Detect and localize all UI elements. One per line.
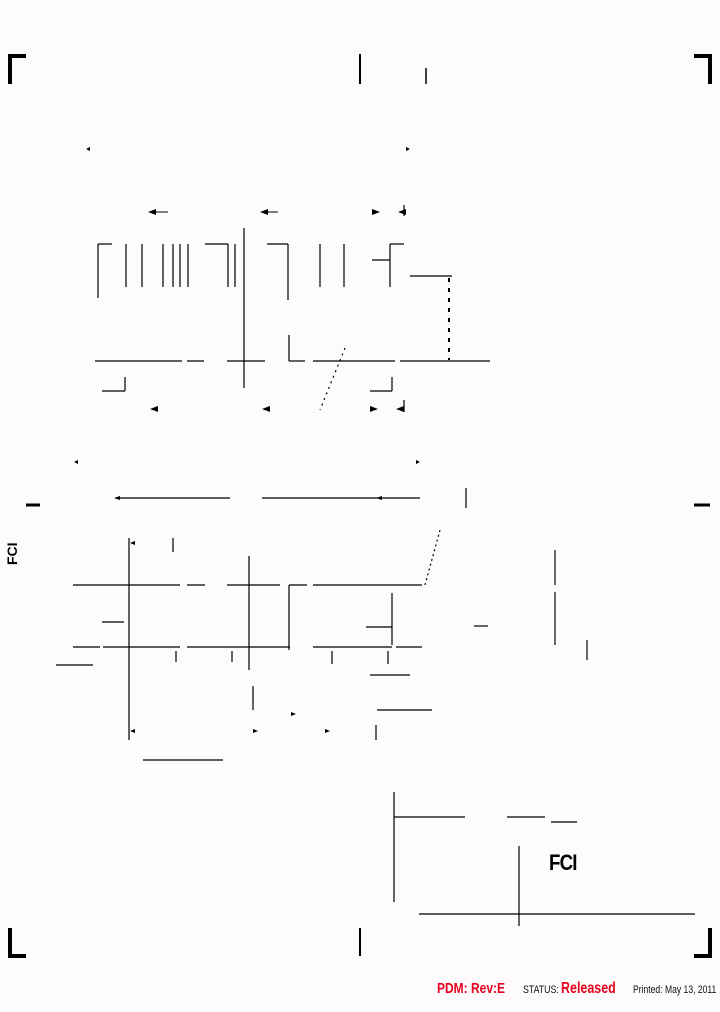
fci-logo-title-block: FCI [549, 850, 577, 875]
status-footer: PDM: Rev:E STATUS: Released Printed: May… [437, 980, 720, 1004]
corner-mark-tr [694, 54, 712, 84]
corner-mark-tl [8, 54, 26, 84]
pdm-revision: PDM: Rev:E [437, 980, 506, 997]
corner-mark-br [694, 928, 712, 958]
printed-date: Printed: May 13, 2011 [633, 984, 717, 996]
status-value: Released [561, 980, 616, 997]
fci-logo-side: FCI [4, 542, 20, 565]
status-label: STATUS: [523, 984, 559, 996]
corner-mark-bl [8, 928, 26, 958]
